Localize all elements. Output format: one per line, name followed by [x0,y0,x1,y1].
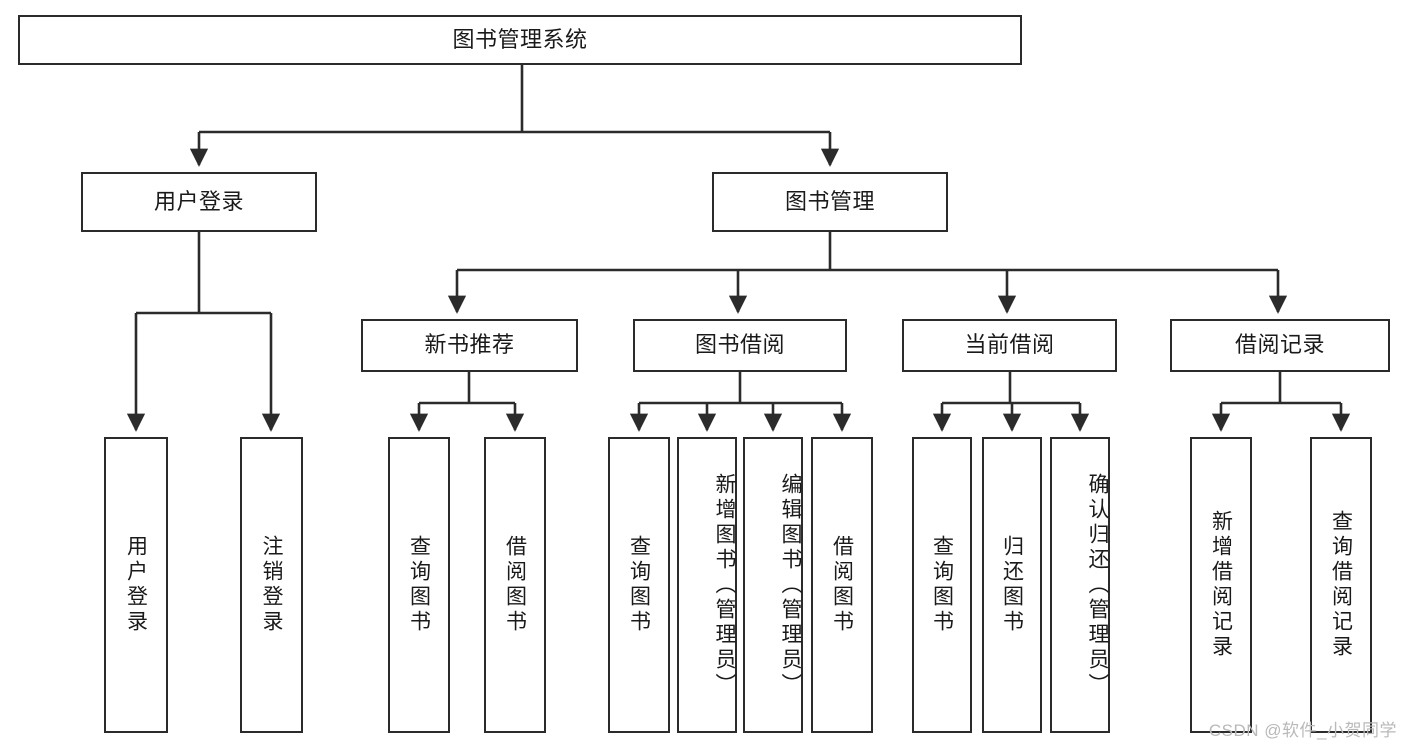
node-leaf-add-book[interactable]: 新增图书（管理员） [677,437,737,733]
node-leaf-user-login-label: 用户登录 [124,535,148,635]
node-leaf-query-record-label: 查询借阅记录 [1329,510,1353,660]
node-borrow-record-label: 借阅记录 [1234,332,1325,358]
node-leaf-add-book-label: 新增图书（管理员） [713,472,736,698]
node-root-label: 图书管理系统 [452,26,588,52]
node-leaf-query-record[interactable]: 查询借阅记录 [1310,437,1372,733]
node-leaf-borrow-book-2-label: 借阅图书 [830,535,854,635]
node-user-login-label: 用户登录 [153,188,244,214]
node-current-borrow-label: 当前借阅 [964,332,1055,358]
node-leaf-borrow-book-1[interactable]: 借阅图书 [484,437,546,733]
node-leaf-return-book[interactable]: 归还图书 [982,437,1042,733]
node-book-manage[interactable]: 图书管理 [712,172,948,232]
node-book-borrow[interactable]: 图书借阅 [633,319,847,372]
node-leaf-logout-label: 注销登录 [260,535,283,635]
node-leaf-borrow-book-1-label: 借阅图书 [503,535,527,635]
node-leaf-confirm-return-label: 确认归还（管理员） [1086,472,1109,698]
node-leaf-edit-book-label: 编辑图书（管理员） [779,472,802,698]
node-leaf-confirm-return[interactable]: 确认归还（管理员） [1050,437,1110,733]
node-leaf-query-book-3-label: 查询图书 [930,535,954,635]
node-leaf-query-book-1[interactable]: 查询图书 [388,437,450,733]
node-current-borrow[interactable]: 当前借阅 [902,319,1117,372]
node-leaf-return-book-label: 归还图书 [1000,535,1024,635]
node-user-login[interactable]: 用户登录 [81,172,317,232]
node-new-book-rec-label: 新书推荐 [424,332,515,358]
node-leaf-borrow-book-2[interactable]: 借阅图书 [811,437,873,733]
node-leaf-query-book-2[interactable]: 查询图书 [608,437,670,733]
node-root[interactable]: 图书管理系统 [18,15,1022,65]
node-leaf-add-record[interactable]: 新增借阅记录 [1190,437,1252,733]
watermark: CSDN @软件_小贺同学 [1208,721,1397,740]
node-leaf-query-book-3[interactable]: 查询图书 [912,437,972,733]
node-leaf-logout[interactable]: 注销登录 [240,437,303,733]
node-book-manage-label: 图书管理 [784,188,875,214]
node-book-borrow-label: 图书借阅 [694,332,785,358]
node-borrow-record[interactable]: 借阅记录 [1170,319,1390,372]
node-leaf-user-login[interactable]: 用户登录 [104,437,168,733]
node-leaf-query-book-1-label: 查询图书 [407,535,431,635]
node-leaf-query-book-2-label: 查询图书 [627,535,651,635]
node-leaf-add-record-label: 新增借阅记录 [1209,510,1233,660]
node-new-book-rec[interactable]: 新书推荐 [361,319,578,372]
node-leaf-edit-book[interactable]: 编辑图书（管理员） [743,437,803,733]
